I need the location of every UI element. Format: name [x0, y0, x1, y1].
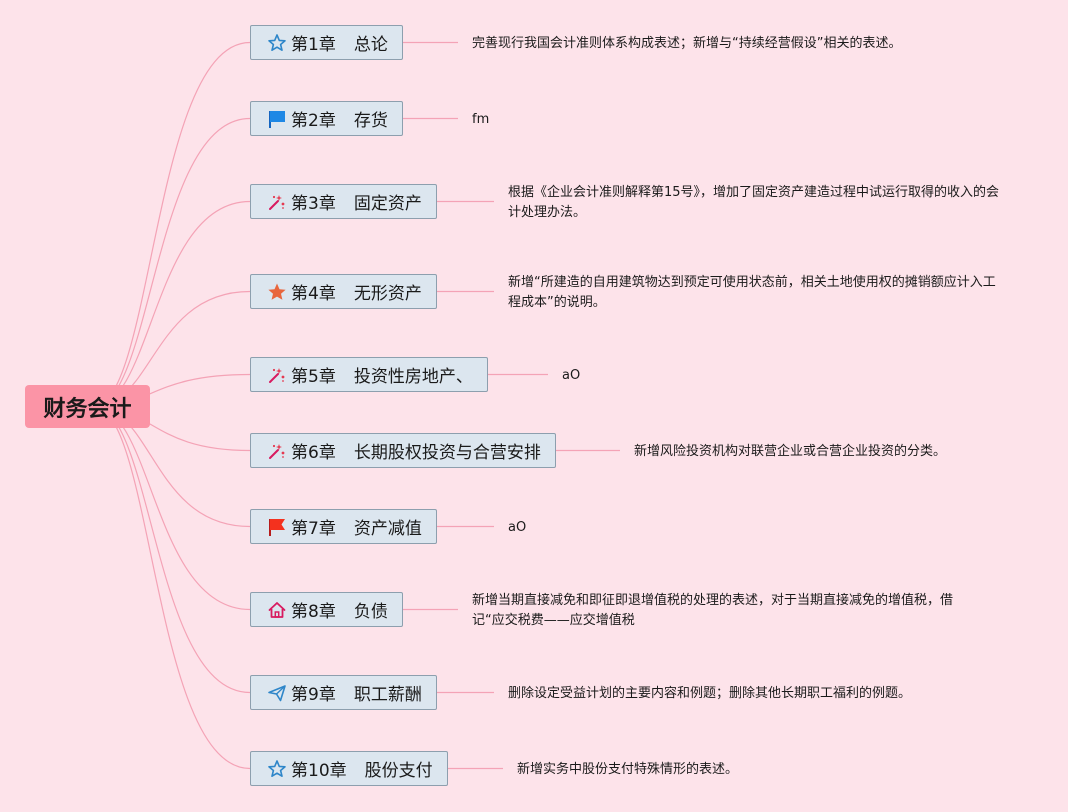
chapter-title: 总论: [353, 35, 388, 55]
chapter-number: 第3章: [291, 194, 336, 214]
chapter-4-node[interactable]: 第4章 无形资产: [250, 274, 437, 309]
root-connector-10: [93, 405, 251, 770]
paper-plane-icon: [267, 683, 287, 703]
orange-star-icon: [267, 282, 287, 302]
chapter-number: 第10章: [291, 761, 347, 781]
red-flag-icon: [267, 517, 287, 537]
root-connector-8: [93, 405, 251, 611]
blue-flag-icon: [267, 109, 287, 129]
chapter-1-node[interactable]: 第1章 总论: [250, 25, 403, 60]
root-label: 财务会计: [43, 396, 132, 422]
chapter-number: 第5章: [291, 367, 336, 387]
chapter-2-node[interactable]: 第2章 存货: [250, 101, 403, 136]
chapter-7-node[interactable]: 第7章 资产减值: [250, 509, 437, 544]
chapter-title: 职工薪酬: [353, 685, 422, 705]
chapter-4-note: 新增“所建造的自用建筑物达到预定可使用状态前，相关土地使用权的摊销额应计入工程成…: [508, 275, 996, 310]
chapter-number: 第9章: [291, 685, 336, 705]
chapter-title: 存货: [353, 111, 388, 131]
chapter-number: 第8章: [291, 602, 336, 622]
chapter-number: 第7章: [291, 519, 336, 539]
chapter-9-note: 删除设定受益计划的主要内容和例题；删除其他长期职工福利的例题。: [508, 686, 912, 701]
root-node[interactable]: 财务会计: [25, 385, 150, 428]
chapter-title: 长期股权投资与合营安排: [353, 443, 541, 463]
chapter-3-note: 根据《企业会计准则解释第15号》，增加了固定资产建造过程中试运行取得的收入的会计…: [508, 185, 1000, 220]
chapter-number: 第1章: [291, 35, 336, 55]
chapter-7-note: aO: [508, 520, 527, 535]
chapter-3-node[interactable]: 第3章 固定资产: [250, 184, 437, 219]
chapter-6-note: 新增风险投资机构对联营企业或合营企业投资的分类。: [634, 444, 947, 459]
chapter-number: 第2章: [291, 111, 336, 131]
chapter-1-note: 完善现行我国会计准则体系构成表述；新增与“持续经营假设”相关的表述。: [472, 36, 902, 51]
chapter-2-note: fm: [472, 112, 490, 127]
chapter-8-node[interactable]: 第8章 负债: [250, 592, 403, 627]
sparkle-wand-icon: [267, 441, 287, 461]
chapter-title: 负债: [353, 602, 388, 622]
star-outline-icon: [267, 33, 287, 53]
chapter-title: 投资性房地产、: [353, 367, 473, 387]
chapter-5-node[interactable]: 第5章 投资性房地产、: [250, 357, 488, 392]
chapter-title: 无形资产: [353, 284, 422, 304]
house-icon: [267, 600, 287, 620]
chapter-9-node[interactable]: 第9章 职工薪酬: [250, 675, 437, 710]
chapter-6-node[interactable]: 第6章 长期股权投资与合营安排: [250, 433, 556, 468]
chapter-8-note: 新增当期直接减免和即征即退增值税的处理的表述，对于当期直接减免的增值税，借记“应…: [472, 593, 954, 628]
chapter-10-note: 新增实务中股份支付特殊情形的表述。: [517, 762, 739, 777]
chapter-10-node[interactable]: 第10章 股份支付: [250, 751, 448, 786]
chapter-title: 资产减值: [353, 519, 422, 539]
chapter-number: 第6章: [291, 443, 336, 463]
root-connector-1: [93, 41, 251, 408]
sparkle-wand-icon: [267, 192, 287, 212]
chapter-5-note: aO: [562, 368, 581, 383]
chapter-title: 股份支付: [364, 761, 433, 781]
chapter-number: 第4章: [291, 284, 336, 304]
root-connector-2: [93, 117, 251, 408]
sparkle-wand-icon: [267, 365, 287, 385]
star-outline-icon: [267, 759, 287, 779]
chapter-title: 固定资产: [353, 194, 422, 214]
